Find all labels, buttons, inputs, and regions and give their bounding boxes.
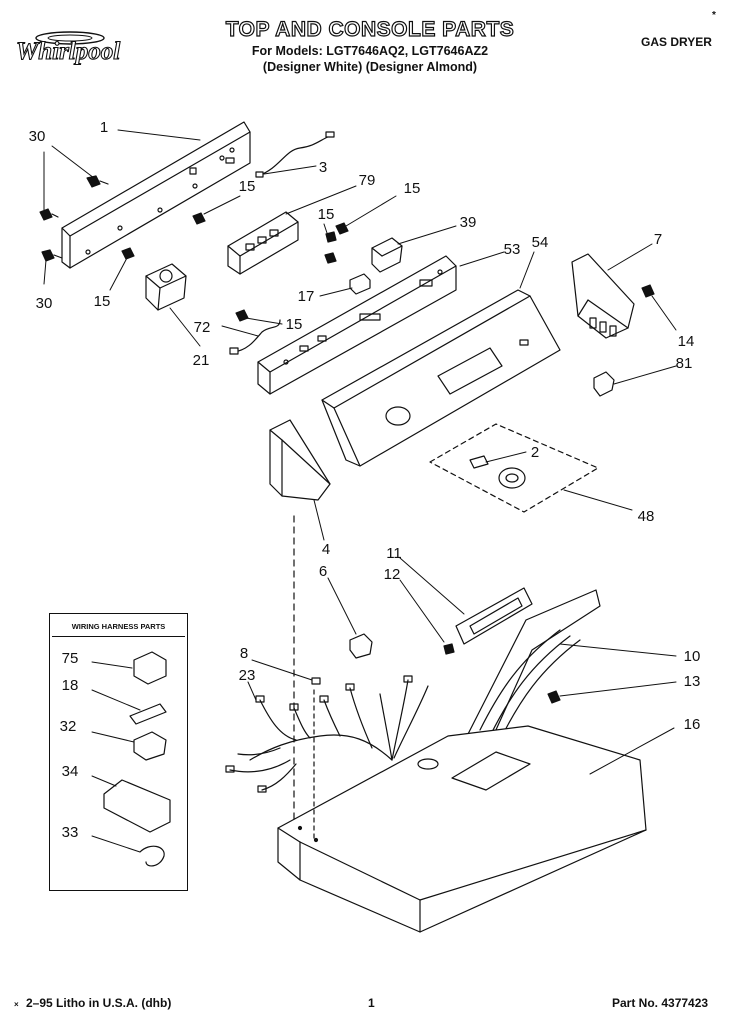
clip-33 (139, 845, 165, 867)
main-harness-23 (225, 675, 429, 793)
callout-15-a: 15 (238, 178, 256, 195)
callout-48: 48 (637, 508, 655, 525)
callout-53: 53 (503, 241, 521, 258)
callout-15-e: 15 (285, 316, 303, 333)
callout-39: 39 (459, 214, 477, 231)
connector-32 (133, 731, 167, 761)
legend-label-34: 34 (61, 763, 79, 780)
callout-54: 54 (531, 234, 549, 251)
connector-75 (133, 651, 167, 685)
terminal-18 (129, 703, 167, 725)
callout-8: 8 (239, 645, 249, 662)
leader-lines (43, 129, 677, 775)
callout-15-d: 15 (93, 293, 111, 310)
callout-10: 10 (683, 648, 701, 665)
callout-15-c: 15 (317, 206, 335, 223)
product-type: GAS DRYER (641, 35, 712, 49)
variants-line: (Designer White) (Designer Almond) (262, 60, 478, 74)
callout-21: 21 (192, 352, 210, 369)
clip-8 (311, 677, 321, 685)
knob-2 (469, 455, 526, 489)
switch-39 (371, 237, 403, 273)
rear-control-panel (61, 121, 251, 269)
callout-14: 14 (677, 333, 695, 350)
legend-parts (91, 651, 171, 867)
screw-30-lower (39, 208, 63, 262)
logo-swoosh-icon (35, 31, 105, 45)
callout-30: 30 (28, 128, 46, 145)
litho-mark: × (14, 1000, 19, 1009)
end-cap-left-4 (269, 419, 331, 501)
push-button-switch (227, 211, 299, 275)
screw-13 (547, 690, 561, 704)
callout-23: 23 (238, 667, 256, 684)
callout-7: 7 (653, 231, 663, 248)
knob-insert-17 (349, 273, 371, 295)
litho-note: 2–95 Litho in U.S.A. (dhb) (26, 996, 172, 1010)
models-line: For Models: LGT7646AQ2, LGT7646AZ2 (251, 44, 489, 58)
wire-lead-3 (257, 135, 331, 177)
screw-30 (86, 175, 109, 188)
screws-15 (121, 212, 349, 322)
page-title: TOP AND CONSOLE PARTS (225, 17, 515, 41)
brand-name: Whirlpool (15, 37, 121, 65)
callout-2: 2 (530, 444, 540, 461)
wiring-harness-legend (49, 613, 188, 891)
callout-79: 79 (358, 172, 376, 189)
callout-13: 13 (683, 673, 701, 690)
gasket-11 (455, 587, 533, 645)
page-number: 1 (368, 996, 375, 1010)
callout-30-lower: 30 (35, 295, 53, 312)
console-54 (321, 289, 561, 467)
callout-11: 11 (386, 545, 402, 562)
screw-14 (641, 284, 655, 298)
whirlpool-logo: Whirlpool (14, 26, 164, 76)
wire-harness-72 (233, 319, 281, 353)
timer-motor (145, 263, 187, 311)
console-overlay-48 (429, 423, 599, 513)
callout-17: 17 (297, 288, 315, 305)
connector-34 (103, 779, 171, 833)
end-cap-right-7 (571, 253, 635, 339)
callout-6: 6 (318, 563, 328, 580)
legend-title: WIRING HARNESS PARTS (71, 622, 166, 631)
callout-3: 3 (318, 159, 328, 176)
callout-15-b: 15 (403, 180, 421, 197)
part-number: Part No. 4377423 (612, 996, 709, 1010)
legend-label-33: 33 (61, 824, 79, 841)
callout-72: 72 (193, 319, 211, 336)
console-bracket-53 (257, 255, 457, 395)
callout-4: 4 (321, 541, 331, 558)
corner-mark: * (712, 10, 716, 21)
clip-6 (349, 633, 373, 659)
legend-label-18: 18 (61, 677, 79, 694)
callout-12: 12 (383, 566, 401, 583)
callout-16: 16 (683, 716, 701, 733)
top-panel-16 (277, 725, 647, 933)
clip-81 (593, 371, 615, 397)
legend-label-75: 75 (61, 650, 79, 667)
screw-12 (443, 643, 455, 655)
callout-81: 81 (675, 355, 693, 372)
legend-label-32: 32 (59, 718, 77, 735)
callout-1: 1 (99, 119, 109, 136)
legend-divider (52, 636, 185, 637)
